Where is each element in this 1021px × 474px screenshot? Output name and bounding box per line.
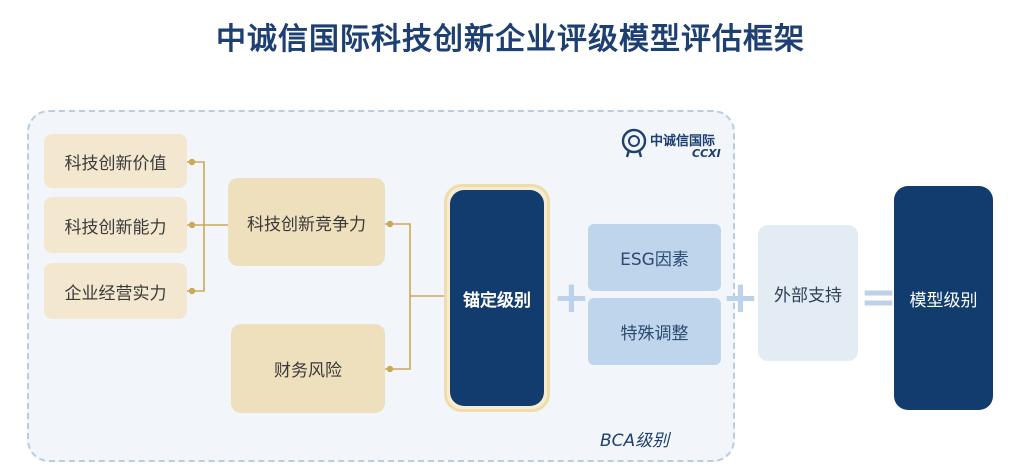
plus-operator-icon: + bbox=[722, 272, 759, 323]
esg-factor-box: ESG因素 bbox=[588, 224, 721, 291]
plus-operator-icon: + bbox=[553, 272, 590, 323]
equals-operator-icon: = bbox=[860, 272, 897, 323]
ccxi-logo: 中诚信国际 CCXI bbox=[620, 126, 730, 162]
competitiveness-box: 科技创新竞争力 bbox=[228, 178, 385, 266]
ccxi-elephant-icon bbox=[621, 128, 647, 158]
anchor-level-box: 锚定级别 bbox=[450, 190, 544, 406]
external-support-box: 外部支持 bbox=[758, 225, 858, 361]
special-adjustment-box: 特殊调整 bbox=[588, 298, 721, 365]
model-level-box: 模型级别 bbox=[894, 186, 993, 410]
logo-text-en: CCXI bbox=[692, 147, 721, 160]
input-box-business-strength: 企业经营实力 bbox=[44, 263, 187, 319]
bca-level-label: BCA级别 bbox=[600, 431, 670, 451]
input-box-tech-capability: 科技创新能力 bbox=[44, 197, 187, 253]
financial-risk-box: 财务风险 bbox=[231, 324, 385, 413]
input-box-tech-value: 科技创新价值 bbox=[44, 134, 187, 188]
logo-text-cn: 中诚信国际 bbox=[650, 134, 716, 149]
page-title: 中诚信国际科技创新企业评级模型评估框架 bbox=[216, 22, 805, 57]
